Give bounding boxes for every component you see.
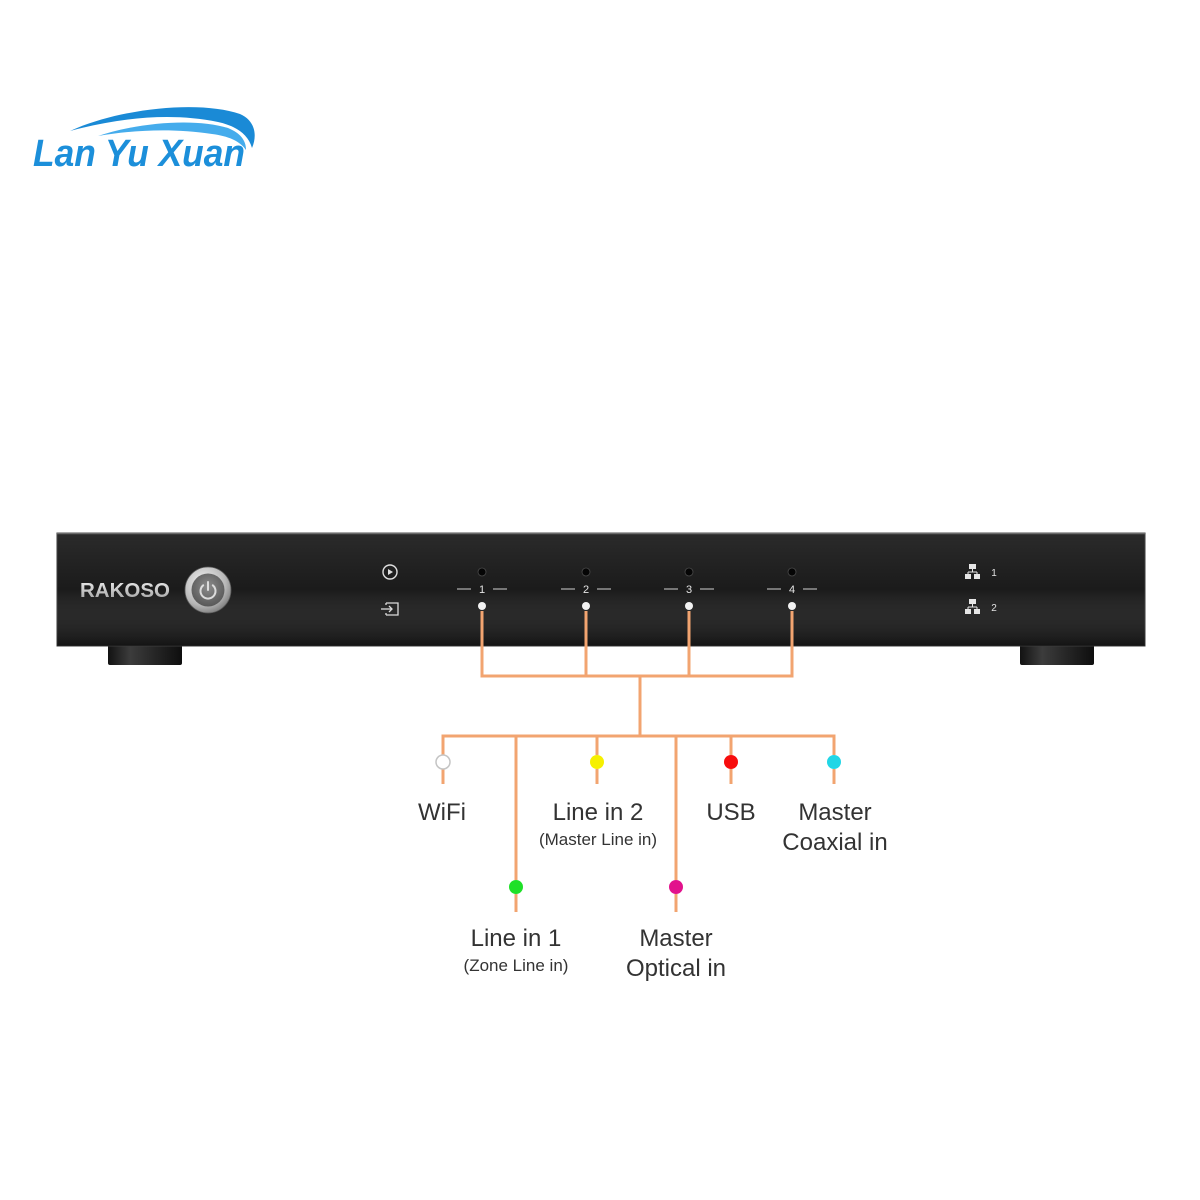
network-icon-node-top [969,599,976,604]
optical-in-dot [669,880,683,894]
zone-number: 2 [583,584,589,596]
zone-input-led [478,602,486,610]
usb-label: USB [706,799,755,826]
zone-number: 3 [686,584,692,596]
network-icon-node-top [969,564,976,569]
zone-status-led [684,567,694,577]
network-icon-links [967,604,978,609]
network-icon [965,599,980,614]
line-in-1-label: Line in 1 [471,925,562,952]
input-source-icon-frame [385,602,399,616]
zone-indicator-4: 4 [767,567,817,610]
logo-wave-highlight [98,122,246,150]
wifi-label: WiFi [418,799,466,826]
network-icon-node-right [974,574,980,579]
line-in-2-dot [590,755,604,769]
network-icon-node-left [965,609,971,614]
line-in-1-dot [509,880,523,894]
device-foot-left [108,644,182,665]
connector-lines [441,611,836,912]
power-icon [199,581,217,600]
play-icon [382,564,398,580]
zone-input-led [582,602,590,610]
usb-dot [724,755,738,769]
zone-indicator-2: 2 [561,567,611,610]
brand-logo: Lan Yu Xuan [33,107,255,175]
play-icon-circle [382,564,398,580]
coaxial-in-label-line-1: Master [798,799,871,826]
network-port-1: 1 [965,564,997,579]
power-icon-arc [199,584,217,600]
device-foot-right [1020,644,1094,665]
zone-indicator-1: 1 [457,567,507,610]
network-port-number: 2 [991,603,997,614]
play-icon-triangle [388,569,393,575]
network-icon [965,564,980,579]
input-source-icon-arrowhead [388,605,393,613]
input-labels: WiFi Line in 1 (Zone Line in) Line in 2 … [418,799,888,982]
coaxial-in-dot [827,755,841,769]
audio-streamer-device: RAKOSO 1 2 [56,532,1146,665]
network-icon-links [967,569,978,574]
zone-input-led [685,602,693,610]
logo-wave-graphic [70,107,255,148]
network-port-number: 1 [991,568,997,579]
logo-text: Lan Yu Xuan [33,133,245,175]
line-in-1-note: (Zone Line in) [464,956,569,975]
zone-number: 1 [479,584,485,596]
line-in-2-label: Line in 2 [553,799,644,826]
network-icon-node-right [974,609,980,614]
network-port-2: 2 [965,599,997,614]
network-icon-node-left [965,574,971,579]
input-source-icon [381,602,399,616]
device-brand-name: RAKOSO [80,580,170,602]
optical-in-label-line-2: Optical in [626,955,726,982]
zone-status-led [787,567,797,577]
zone-status-led [477,567,487,577]
line-in-2-note: (Master Line in) [539,830,657,849]
zone-number: 4 [789,584,795,596]
wifi-dot [435,754,451,770]
zone-status-led [581,567,591,577]
power-button [184,566,232,614]
optical-in-label-line-1: Master [639,925,712,952]
input-indicators [435,754,841,894]
zone-indicator-3: 3 [664,567,714,610]
coaxial-in-label-line-2: Coaxial in [782,829,887,856]
zone-input-led [788,602,796,610]
